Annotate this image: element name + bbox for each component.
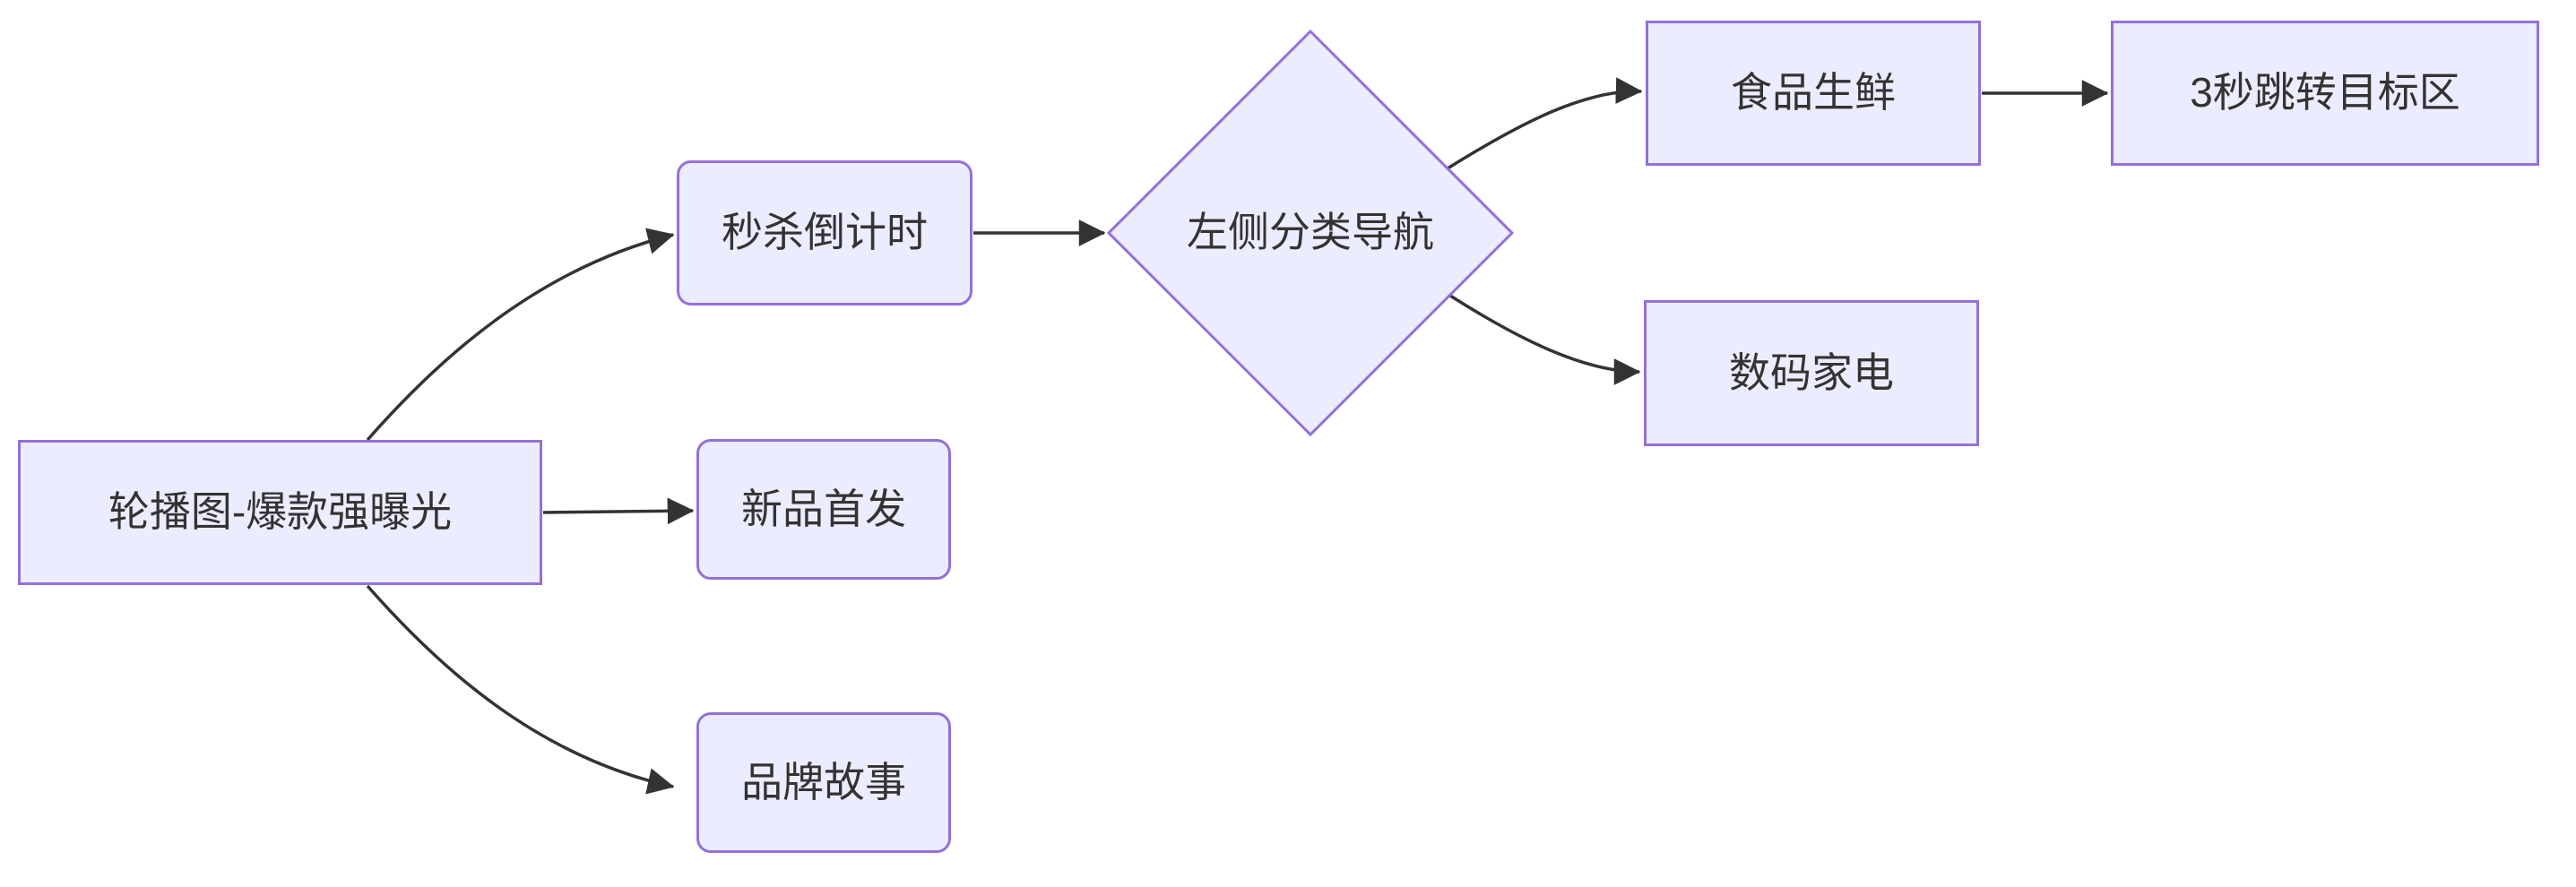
node-jump-target-label: 3秒跳转目标区 bbox=[2190, 69, 2460, 116]
node-brand-story-label: 品牌故事 bbox=[741, 758, 906, 805]
node-category-nav-shape bbox=[1106, 29, 1515, 437]
node-digital-appliance: 数码家电 bbox=[1644, 300, 1979, 446]
edge-carousel-to-flash-sale bbox=[366, 228, 675, 442]
node-flash-sale-label: 秒杀倒计时 bbox=[722, 209, 928, 256]
node-carousel: 轮播图-爆款强曝光 bbox=[18, 440, 542, 585]
node-category-nav: 左侧分类导航 bbox=[1109, 31, 1512, 435]
node-carousel-label: 轮播图-爆款强曝光 bbox=[108, 488, 453, 536]
edge-category-nav-to-food-fresh bbox=[1447, 77, 1643, 170]
node-food-fresh: 食品生鲜 bbox=[1646, 21, 1981, 166]
node-food-fresh-label: 食品生鲜 bbox=[1731, 69, 1896, 116]
node-digital-appliance-label: 数码家电 bbox=[1729, 349, 1894, 396]
edge-carousel-to-brand-story bbox=[366, 584, 675, 795]
node-brand-story: 品牌故事 bbox=[696, 712, 951, 853]
edge-category-nav-to-digital-appliance bbox=[1449, 294, 1641, 385]
node-new-product-label: 新品首发 bbox=[741, 485, 906, 532]
node-flash-sale: 秒杀倒计时 bbox=[677, 160, 972, 306]
node-category-nav-text: 左侧分类导航 bbox=[1187, 209, 1434, 256]
node-new-product: 新品首发 bbox=[696, 439, 951, 580]
node-jump-target: 3秒跳转目标区 bbox=[2111, 21, 2539, 166]
edge-carousel-to-new-product bbox=[542, 497, 695, 525]
